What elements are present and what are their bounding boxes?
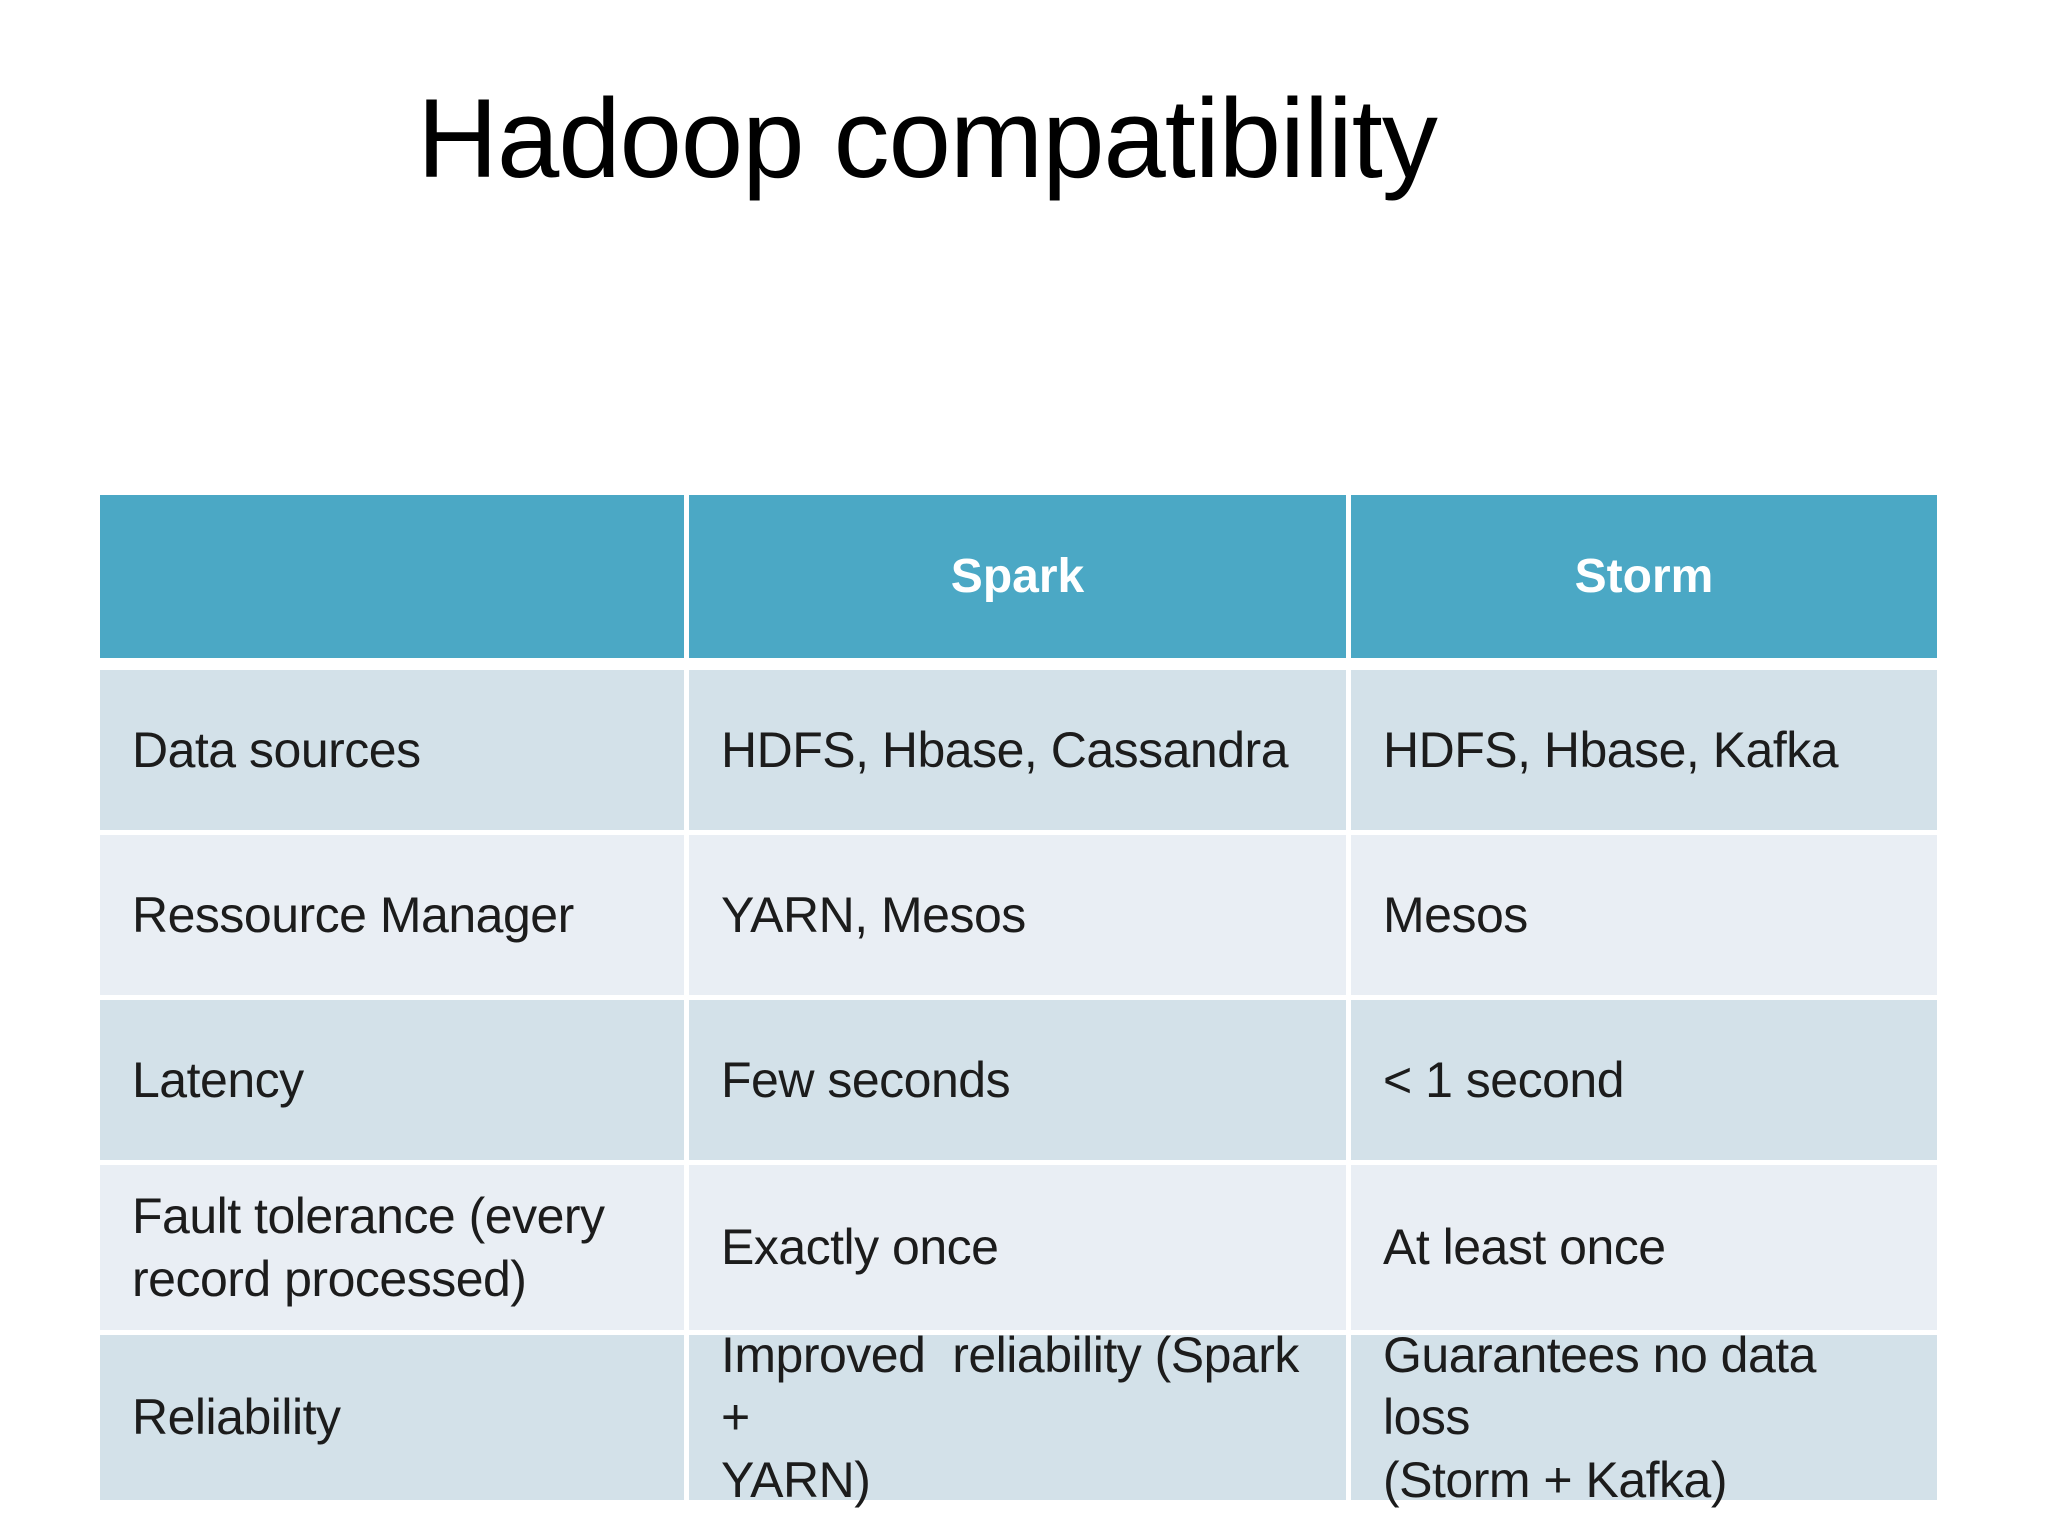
spark-reliability-cell: Improved reliability (Spark + YARN) (689, 1327, 1346, 1508)
table-row-resource-manager: Ressource Manager YARN, Mesos Mesos (100, 835, 1937, 995)
row-label-latency: Latency (100, 1000, 684, 1160)
spark-data-sources-cell: HDFS, Hbase, Cassandra (689, 670, 1346, 830)
slide: Hadoop compatibility Spark Storm Data so… (0, 72, 2048, 1536)
row-label-fault-tolerance: Fault tolerance (every record processed) (100, 1165, 684, 1330)
storm-fault-tolerance-cell: At least once (1351, 1165, 1937, 1330)
storm-resource-manager-cell: Mesos (1351, 835, 1937, 995)
spark-latency-cell: Few seconds (689, 1000, 1346, 1160)
slide-title: Hadoop compatibility (417, 76, 1438, 201)
table-header-row: Spark Storm (100, 495, 1937, 658)
row-label-reliability: Reliability (100, 1335, 684, 1500)
table-row-fault-tolerance: Fault tolerance (every record processed)… (100, 1165, 1937, 1330)
header-cell-storm: Storm (1351, 495, 1937, 658)
table-row-latency: Latency Few seconds < 1 second (100, 1000, 1937, 1160)
row-label-resource-manager: Ressource Manager (100, 835, 684, 995)
comparison-table: Spark Storm Data sources HDFS, Hbase, Ca… (100, 495, 1937, 1508)
spark-fault-tolerance-cell: Exactly once (689, 1165, 1346, 1330)
row-label-data-sources: Data sources (100, 670, 684, 830)
header-cell-spark: Spark (689, 495, 1346, 658)
storm-latency-cell: < 1 second (1351, 1000, 1937, 1160)
header-cell-empty (100, 495, 684, 658)
table-row-data-sources: Data sources HDFS, Hbase, Cassandra HDFS… (100, 670, 1937, 830)
storm-data-sources-cell: HDFS, Hbase, Kafka (1351, 670, 1937, 830)
table-row-reliability: Reliability Improved reliability (Spark … (100, 1327, 1937, 1508)
spark-resource-manager-cell: YARN, Mesos (689, 835, 1346, 995)
storm-reliability-cell: Guarantees no data loss (Storm + Kafka) (1351, 1327, 1937, 1508)
